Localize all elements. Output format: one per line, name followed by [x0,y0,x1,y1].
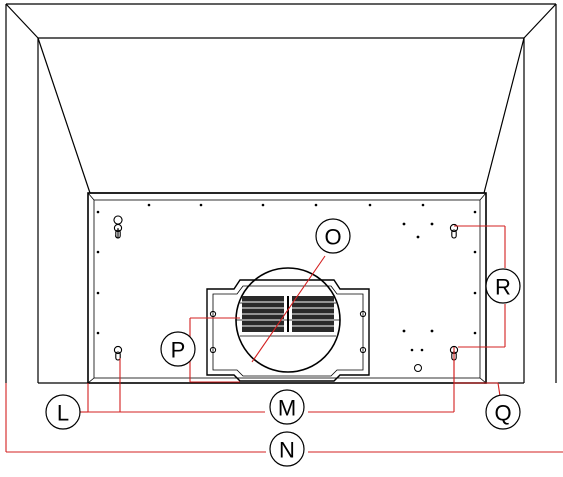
label-text-L: L [57,401,69,426]
callout-label-Q: Q [485,394,521,430]
label-text-Q: Q [494,401,511,426]
duct-collar-plate [206,279,370,382]
damper-flap-left [242,296,284,332]
callout-label-N: N [269,431,305,467]
plate-screw-dots [96,203,477,352]
label-text-M: M [278,396,296,421]
label-text-N: N [279,438,295,463]
callout-label-L: L [45,394,81,430]
dimension-lines [5,225,563,453]
callout-label-R: R [485,268,521,304]
back-plate [87,192,487,384]
label-text-P: P [171,338,186,363]
plate-knockout-hole [414,364,422,372]
callout-label-M: M [269,389,305,425]
label-text-O: O [324,225,341,250]
callout-label-P: P [160,331,196,367]
hood-outer-shell [5,3,557,383]
damper-flap-right [292,296,334,332]
label-text-R: R [495,275,511,300]
callout-label-O: O [315,218,351,254]
